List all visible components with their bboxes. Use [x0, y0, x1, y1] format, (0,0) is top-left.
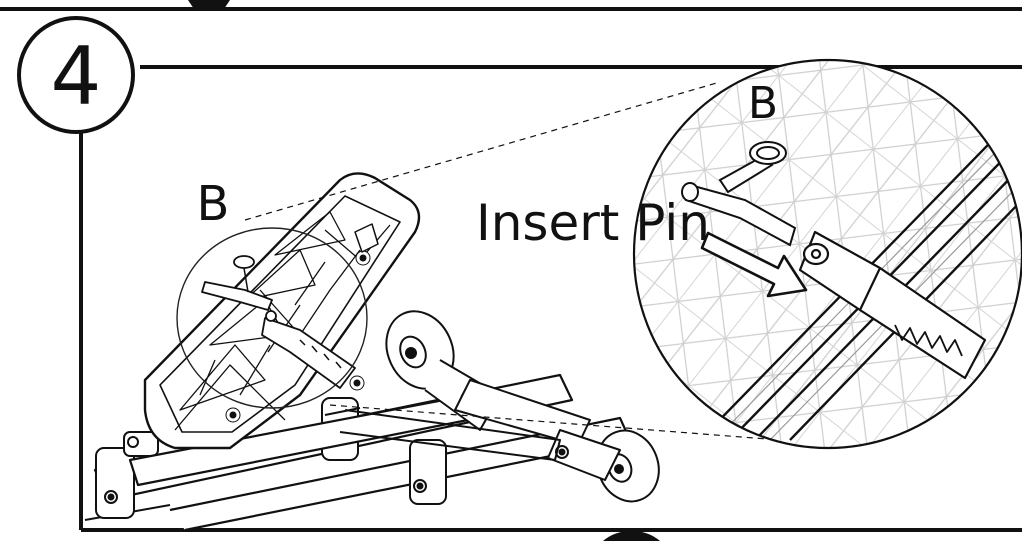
step-number: 4: [51, 30, 102, 123]
zoom-detail-view: B: [632, 58, 1022, 450]
detail-pin: [681, 141, 797, 247]
insert-arrow-icon: [700, 231, 808, 298]
header-rule: [0, 0, 1022, 11]
zoom-leader-lines: [244, 81, 781, 441]
caster-wheel-lower: [547, 429, 660, 503]
instruction-text: Insert Pin: [476, 194, 710, 252]
part-label-overview: B: [197, 176, 230, 232]
insert-pin-callout: Insert Pin: [476, 194, 808, 298]
bottom-cut-mark: [603, 530, 660, 541]
step-number-badge: 4: [17, 16, 135, 134]
detail-reference-circle: B: [176, 176, 368, 409]
deck-bracket-with-pin: [201, 255, 356, 389]
deck-plate: [143, 172, 421, 450]
detail-bracket: [798, 230, 987, 380]
overview-assembly: [84, 172, 660, 532]
part-label-detail: B: [748, 78, 778, 129]
